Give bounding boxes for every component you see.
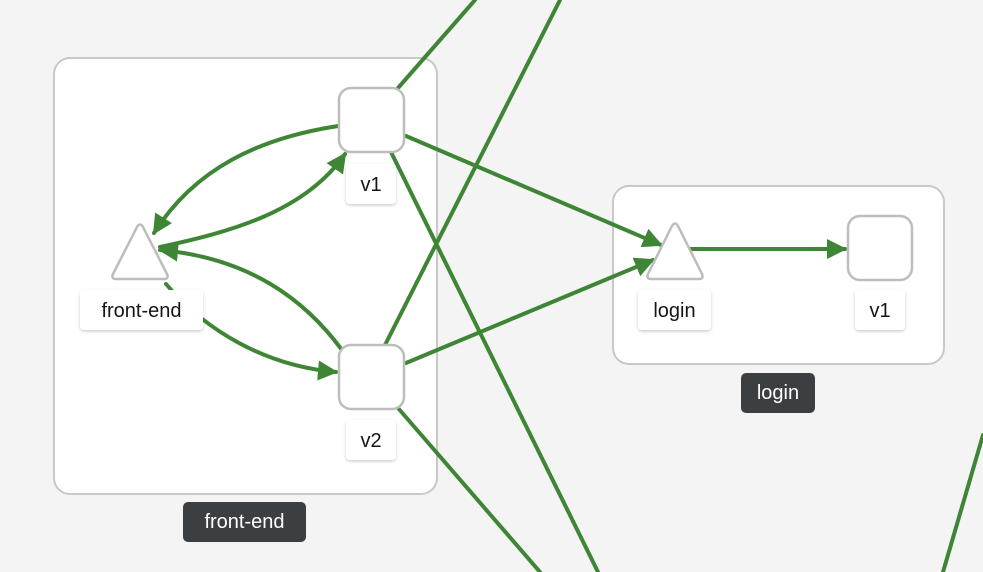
node-label-text: v2 <box>360 430 381 452</box>
edge-v2-to-frontend-service[interactable] <box>158 241 344 352</box>
edges <box>152 0 983 572</box>
edge-frontend-v1-outgoing-top[interactable] <box>396 0 477 90</box>
node-label-login-v1: v1 <box>855 290 905 330</box>
group-label-login[interactable]: login <box>741 373 815 413</box>
front-end-v2-workload-square-icon[interactable] <box>337 343 406 411</box>
group-label-text: front-end <box>204 511 284 533</box>
edge-v1-to-login-service[interactable] <box>404 134 663 248</box>
front-end-v1-workload-square-icon[interactable] <box>337 86 406 154</box>
edge-offscreen-right[interactable] <box>941 433 983 572</box>
edge-frontend-v2-outgoing-bottom[interactable] <box>396 406 542 572</box>
edge-v1-to-frontend-service[interactable] <box>152 124 340 235</box>
group-label-front-end[interactable]: front-end <box>183 502 306 542</box>
node-label-text: login <box>653 300 695 322</box>
node-label-front-end-v2: v2 <box>346 420 396 460</box>
group-label-text: login <box>757 382 799 404</box>
edge-frontend-service-to-v1[interactable] <box>158 152 347 249</box>
login-service-triangle-icon[interactable] <box>646 222 704 281</box>
node-label-front-end-v1: v1 <box>346 164 396 204</box>
edge-v2-to-login-service[interactable] <box>404 257 655 365</box>
edge-frontend-v1-outgoing-bottom[interactable] <box>388 148 600 572</box>
node-label-text: front-end <box>101 300 181 322</box>
edge-frontend-v2-outgoing-top[interactable] <box>383 0 562 347</box>
node-label-text: v1 <box>869 300 890 322</box>
node-label-front-end-service: front-end <box>80 290 203 330</box>
login-v1-workload-square-icon[interactable] <box>846 214 914 282</box>
front-end-service-triangle-icon[interactable] <box>111 223 169 281</box>
node-label-login-service: login <box>638 290 711 330</box>
node-label-text: v1 <box>360 174 381 196</box>
